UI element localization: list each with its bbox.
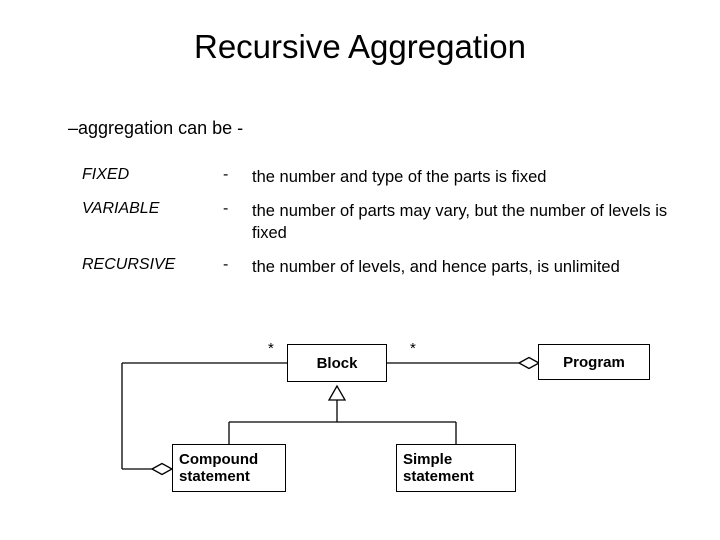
node-program[interactable]: Program: [538, 344, 650, 380]
definition-dash-recursive: -: [223, 256, 229, 273]
multiplicity-star-right: *: [410, 340, 416, 357]
definition-text-recursive: the number of levels, and hence parts, i…: [252, 258, 620, 276]
multiplicity-star-left: *: [268, 340, 274, 357]
definition-text-variable: the number of parts may vary, but the nu…: [252, 202, 668, 242]
definition-term-variable: VARIABLE: [82, 200, 160, 217]
definition-dash-fixed: -: [223, 166, 229, 183]
definition-dash-variable: -: [223, 200, 229, 217]
definition-term-recursive: RECURSIVE: [82, 256, 176, 273]
definition-term-fixed: FIXED: [82, 166, 130, 183]
diagram-connectors: [121, 356, 541, 476]
definition-text-fixed: the number and type of the parts is fixe…: [252, 168, 547, 186]
page-title: Recursive Aggregation: [193, 28, 527, 65]
node-block[interactable]: Block: [287, 344, 387, 382]
bullet-line: –aggregation can be -: [68, 118, 244, 138]
